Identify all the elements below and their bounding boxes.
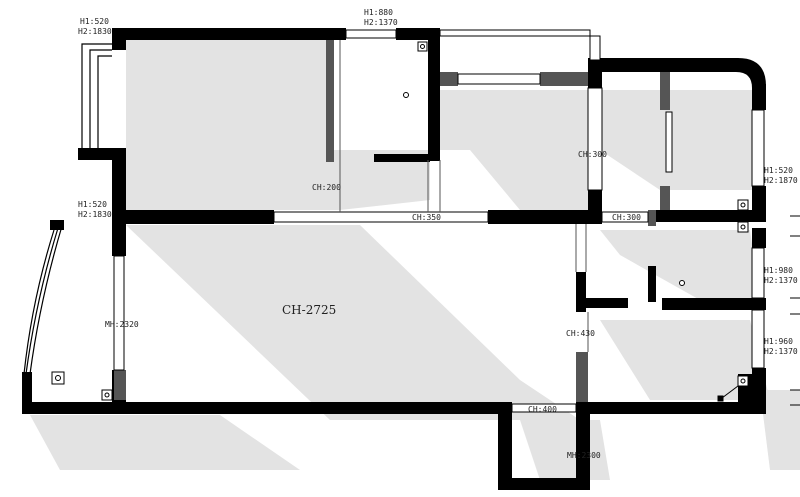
svg-text:CH:200: CH:200 [312, 183, 341, 192]
svg-text:CH:300: CH:300 [578, 150, 607, 159]
svg-text:MH:2320: MH:2320 [105, 320, 139, 329]
svg-text:H2:1830: H2:1830 [78, 27, 112, 36]
svg-text:H1:520: H1:520 [80, 17, 109, 26]
bay-windows [23, 43, 112, 375]
svg-text:H1:980: H1:980 [764, 266, 793, 275]
svg-text:CH:300: CH:300 [612, 213, 641, 222]
edge-ticks [790, 215, 800, 406]
svg-text:H1:520: H1:520 [78, 200, 107, 209]
thin-lines [339, 40, 589, 352]
svg-text:H2:1870: H2:1870 [764, 176, 798, 185]
floor-shadows [30, 40, 800, 480]
svg-text:H1:520: H1:520 [764, 166, 793, 175]
ceiling-point-icon [403, 92, 409, 98]
svg-text:CH-2725: CH-2725 [282, 303, 336, 317]
svg-text:H2:1370: H2:1370 [764, 276, 798, 285]
svg-text:H1:960: H1:960 [764, 337, 793, 346]
fixtures [51, 41, 749, 402]
svg-text:CH:400: CH:400 [528, 405, 557, 414]
svg-text:H2:1370: H2:1370 [364, 18, 398, 27]
svg-text:H2:1830: H2:1830 [78, 210, 112, 219]
svg-text:MH:2300: MH:2300 [567, 451, 601, 460]
walls [22, 28, 766, 490]
svg-text:CH:430: CH:430 [566, 329, 595, 338]
svg-text:H2:1370: H2:1370 [764, 347, 798, 356]
labels: H1:520 H2:1830 H1:880 H2:1370 H1:520 H2:… [78, 8, 798, 460]
ceiling-point-icon [679, 280, 685, 286]
svg-text:CH:350: CH:350 [412, 213, 441, 222]
svg-text:H1:880: H1:880 [364, 8, 393, 17]
windows [113, 29, 765, 413]
